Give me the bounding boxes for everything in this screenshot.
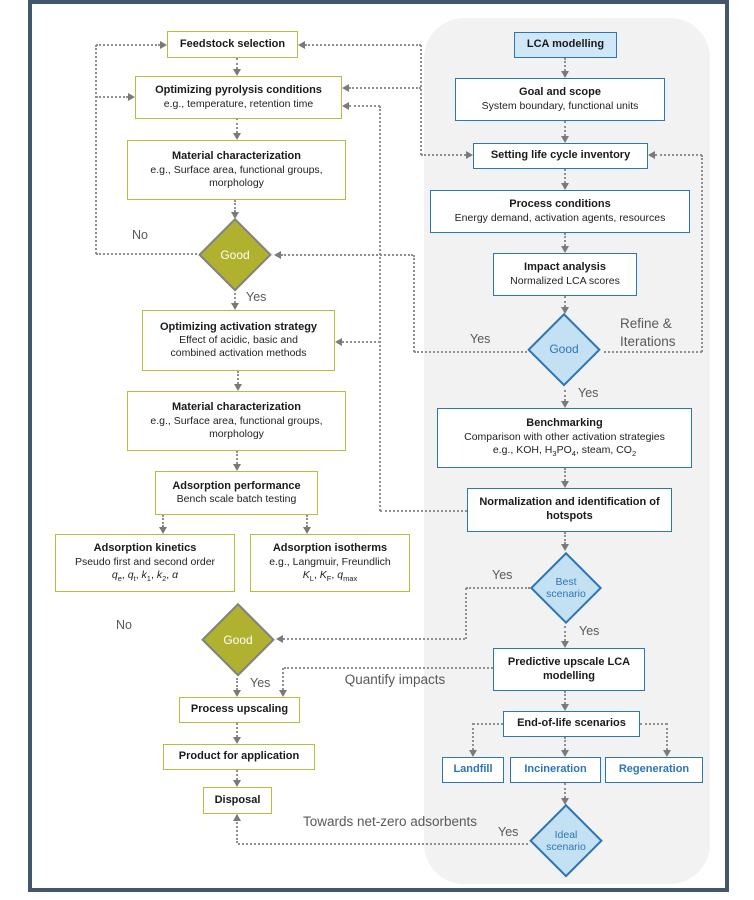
box-subtitle: Pseudo first and second order <box>74 556 216 569</box>
box-title: Predictive upscale LCA modelling <box>507 655 631 682</box>
benchmarking-box: Benchmarking Comparison with other activ… <box>437 408 692 468</box>
box-title: Material characterization <box>172 150 301 162</box>
inventory-box: Setting life cycle inventory <box>473 143 648 169</box>
box-title: Adsorption isotherms <box>272 542 388 555</box>
decision-best-scenario: Best scenario <box>529 551 603 625</box>
box-title: Optimizing pyrolysis conditions <box>155 84 322 97</box>
box-title: Process upscaling <box>190 703 289 716</box>
label-no-1: No <box>132 228 148 242</box>
box-title: Goal and scope <box>519 86 601 99</box>
process-conditions-box: Process conditions Energy demand, activa… <box>430 190 690 233</box>
outer-frame <box>28 0 729 892</box>
adsorption-isotherms-box: Adsorption isotherms e.g., Langmuir, Fre… <box>250 534 410 592</box>
incineration-box: Incineration <box>510 757 601 783</box>
label-lca-yes-left: Yes <box>470 332 491 346</box>
decision-label: Ideal scenario <box>546 828 586 853</box>
box-subtitle: Normalized LCA scores <box>510 274 620 287</box>
process-upscaling-box: Process upscaling <box>179 697 300 723</box>
box-title: LCA modelling <box>526 38 605 51</box>
decision-good-1: Good <box>197 217 273 293</box>
label-net-zero: Towards net-zero adsorbents <box>302 814 478 829</box>
box-title: Impact analysis <box>524 261 606 274</box>
label-lca-yes-down: Yes <box>578 386 599 400</box>
box-title: Regeneration <box>618 763 690 776</box>
box-title: Feedstock selection <box>179 37 286 50</box>
decision-label: Good <box>223 633 253 647</box>
box-title: Process conditions <box>509 198 611 211</box>
decision-label: Good <box>220 248 250 262</box>
box-formula: KL, KF, qmax <box>302 569 358 584</box>
box-title: Material characterization <box>172 401 301 413</box>
label-yes-1: Yes <box>246 290 267 304</box>
box-title: Product for application <box>178 750 300 763</box>
impact-analysis-box: Impact analysis Normalized LCA scores <box>493 253 637 296</box>
material-characterization-box-2: Material characterization e.g., Surface … <box>127 391 346 451</box>
box-formula: qe, qt, k1, k2, α <box>111 569 179 584</box>
label-ideal-yes: Yes <box>498 825 519 839</box>
box-title: Disposal <box>214 793 261 806</box>
label-yes-2: Yes <box>250 676 271 690</box>
box-subtitle: Comparison with other activation strateg… <box>464 431 665 444</box>
box-subtitle: e.g., Surface area, functional groups, m… <box>150 163 323 189</box>
landfill-box: Landfill <box>442 757 504 783</box>
decision-good-lca: Good <box>526 312 602 388</box>
box-subtitle: Effect of acidic, basic and combined act… <box>170 334 307 360</box>
adsorption-kinetics-box: Adsorption kinetics Pseudo first and sec… <box>55 534 235 592</box>
box-subtitle: Bench scale batch testing <box>176 493 297 506</box>
box-subtitle: System boundary, functional units <box>481 99 639 112</box>
activation-strategy-box: Optimizing activation strategy Effect of… <box>142 310 335 371</box>
box-subtitle: Energy demand, activation agents, resour… <box>454 211 666 224</box>
decision-ideal-scenario: Ideal scenario <box>528 803 604 879</box>
box-subtitle: e.g., Langmuir, Freundlich <box>269 556 391 569</box>
decision-good-2: Good <box>200 602 276 678</box>
box-title: Landfill <box>453 763 493 776</box>
material-characterization-box-1: Material characterization e.g., Surface … <box>127 140 346 200</box>
normalization-box: Normalization and identification of hots… <box>467 488 672 532</box>
label-no-2: No <box>116 618 132 632</box>
box-title: Adsorption performance <box>172 479 301 492</box>
feedstock-box: Feedstock selection <box>167 31 298 58</box>
box-formula: e.g., KOH, H3PO4, steam, CO2 <box>492 444 637 459</box>
box-subtitle: e.g., Surface area, functional groups, m… <box>150 414 323 440</box>
goal-scope-box: Goal and scope System boundary, function… <box>455 78 665 121</box>
disposal-box: Disposal <box>203 787 272 814</box>
box-title: Normalization and identification of hots… <box>479 496 660 522</box>
label-quantify-impacts: Quantify impacts <box>344 672 446 687</box>
decision-label: Good <box>549 342 579 357</box>
box-title: End-of-life scenarios <box>517 717 626 730</box>
box-title: Incineration <box>524 763 587 776</box>
product-application-box: Product for application <box>163 744 315 770</box>
end-of-life-box: End-of-life scenarios <box>503 711 640 737</box>
lca-modelling-box: LCA modelling <box>514 32 617 58</box>
box-title: Benchmarking <box>526 417 603 430</box>
predictive-lca-box: Predictive upscale LCA modelling <box>493 648 645 691</box>
label-refine-iterations: Refine & Iterations <box>620 316 676 350</box>
box-subtitle: e.g., temperature, retention time <box>163 97 314 110</box>
box-title: Adsorption kinetics <box>93 542 197 555</box>
box-title: Setting life cycle inventory <box>490 149 631 162</box>
box-title: Optimizing activation strategy <box>159 320 318 333</box>
label-best-yes-down: Yes <box>579 624 600 638</box>
decision-label: Best scenario <box>546 575 586 600</box>
label-best-yes-left: Yes <box>492 568 513 582</box>
pyrolysis-box: Optimizing pyrolysis conditions e.g., te… <box>135 76 342 119</box>
adsorption-performance-box: Adsorption performance Bench scale batch… <box>155 471 318 515</box>
regeneration-box: Regeneration <box>605 757 703 783</box>
